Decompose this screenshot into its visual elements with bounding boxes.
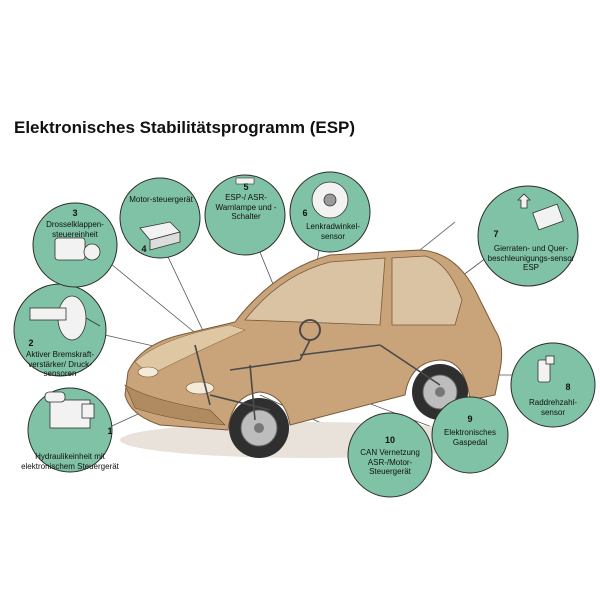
component-number-2: 2 [28,338,34,348]
circle-5 [204,174,286,256]
chassis-internals [194,319,441,421]
component-number-4: 4 [141,244,147,254]
leader-line-3 [99,254,211,346]
car-bumper [124,384,226,426]
component-number-9: 9 [467,414,473,424]
antenna [419,221,456,251]
component-label-2: Aktiver Bremskraft-verstärker/ Druck-sen… [25,350,94,378]
component-number-8: 8 [565,382,571,392]
component-number-3: 3 [72,208,78,218]
component-number-7: 7 [493,229,499,239]
diagram-title: Elektronisches Stabilitätsprogramm (ESP) [14,118,356,137]
steering-angle-sensor-icon [311,181,349,219]
component-label-9: Elektronisches Gaspedal [443,428,497,447]
headlight-left [137,366,159,378]
component-label-3: Drosselklappen-steuereinheit [46,220,104,239]
circle-9 [431,396,509,474]
wheel-speed-sensor-icon [537,355,555,383]
component-number-10: 10 [384,435,395,445]
component-number-5: 5 [243,182,249,192]
component-number-6: 6 [302,208,308,218]
yaw-rate-sensor-icon [517,193,564,231]
component-label-7: Gierraten- und Quer-beschleunigungs-sens… [487,244,575,272]
component-label-10: CAN Vernetzung ASR-/Motor-Steuergerät [360,448,420,476]
component-label-4: Motor-steuergerät [129,195,193,204]
engine-ecu-icon [139,221,181,251]
component-label-5: ESP-/ ASR-Warnlampe und -Schalter [215,193,277,221]
throttle-body-icon [54,237,101,261]
component-label-1: Hydraulikeinheit mit elektronischem Steu… [21,452,119,471]
component-number-1: 1 [107,426,113,436]
circle-8 [510,342,596,428]
warning-switch-icon [235,177,255,185]
car-hood [134,324,246,376]
car-windows [244,257,386,326]
component-label-6: Lenkradwinkel-sensor [306,222,360,241]
component-label-8: Raddrehzahl-sensor [528,398,578,417]
car-rear-window [391,255,463,326]
headlight-right [185,381,215,395]
front-wheel [229,398,289,458]
hydraulic-unit-icon [44,391,95,429]
circle-10 [347,412,433,498]
brake-booster-icon [29,295,101,341]
component-circles [13,171,596,498]
